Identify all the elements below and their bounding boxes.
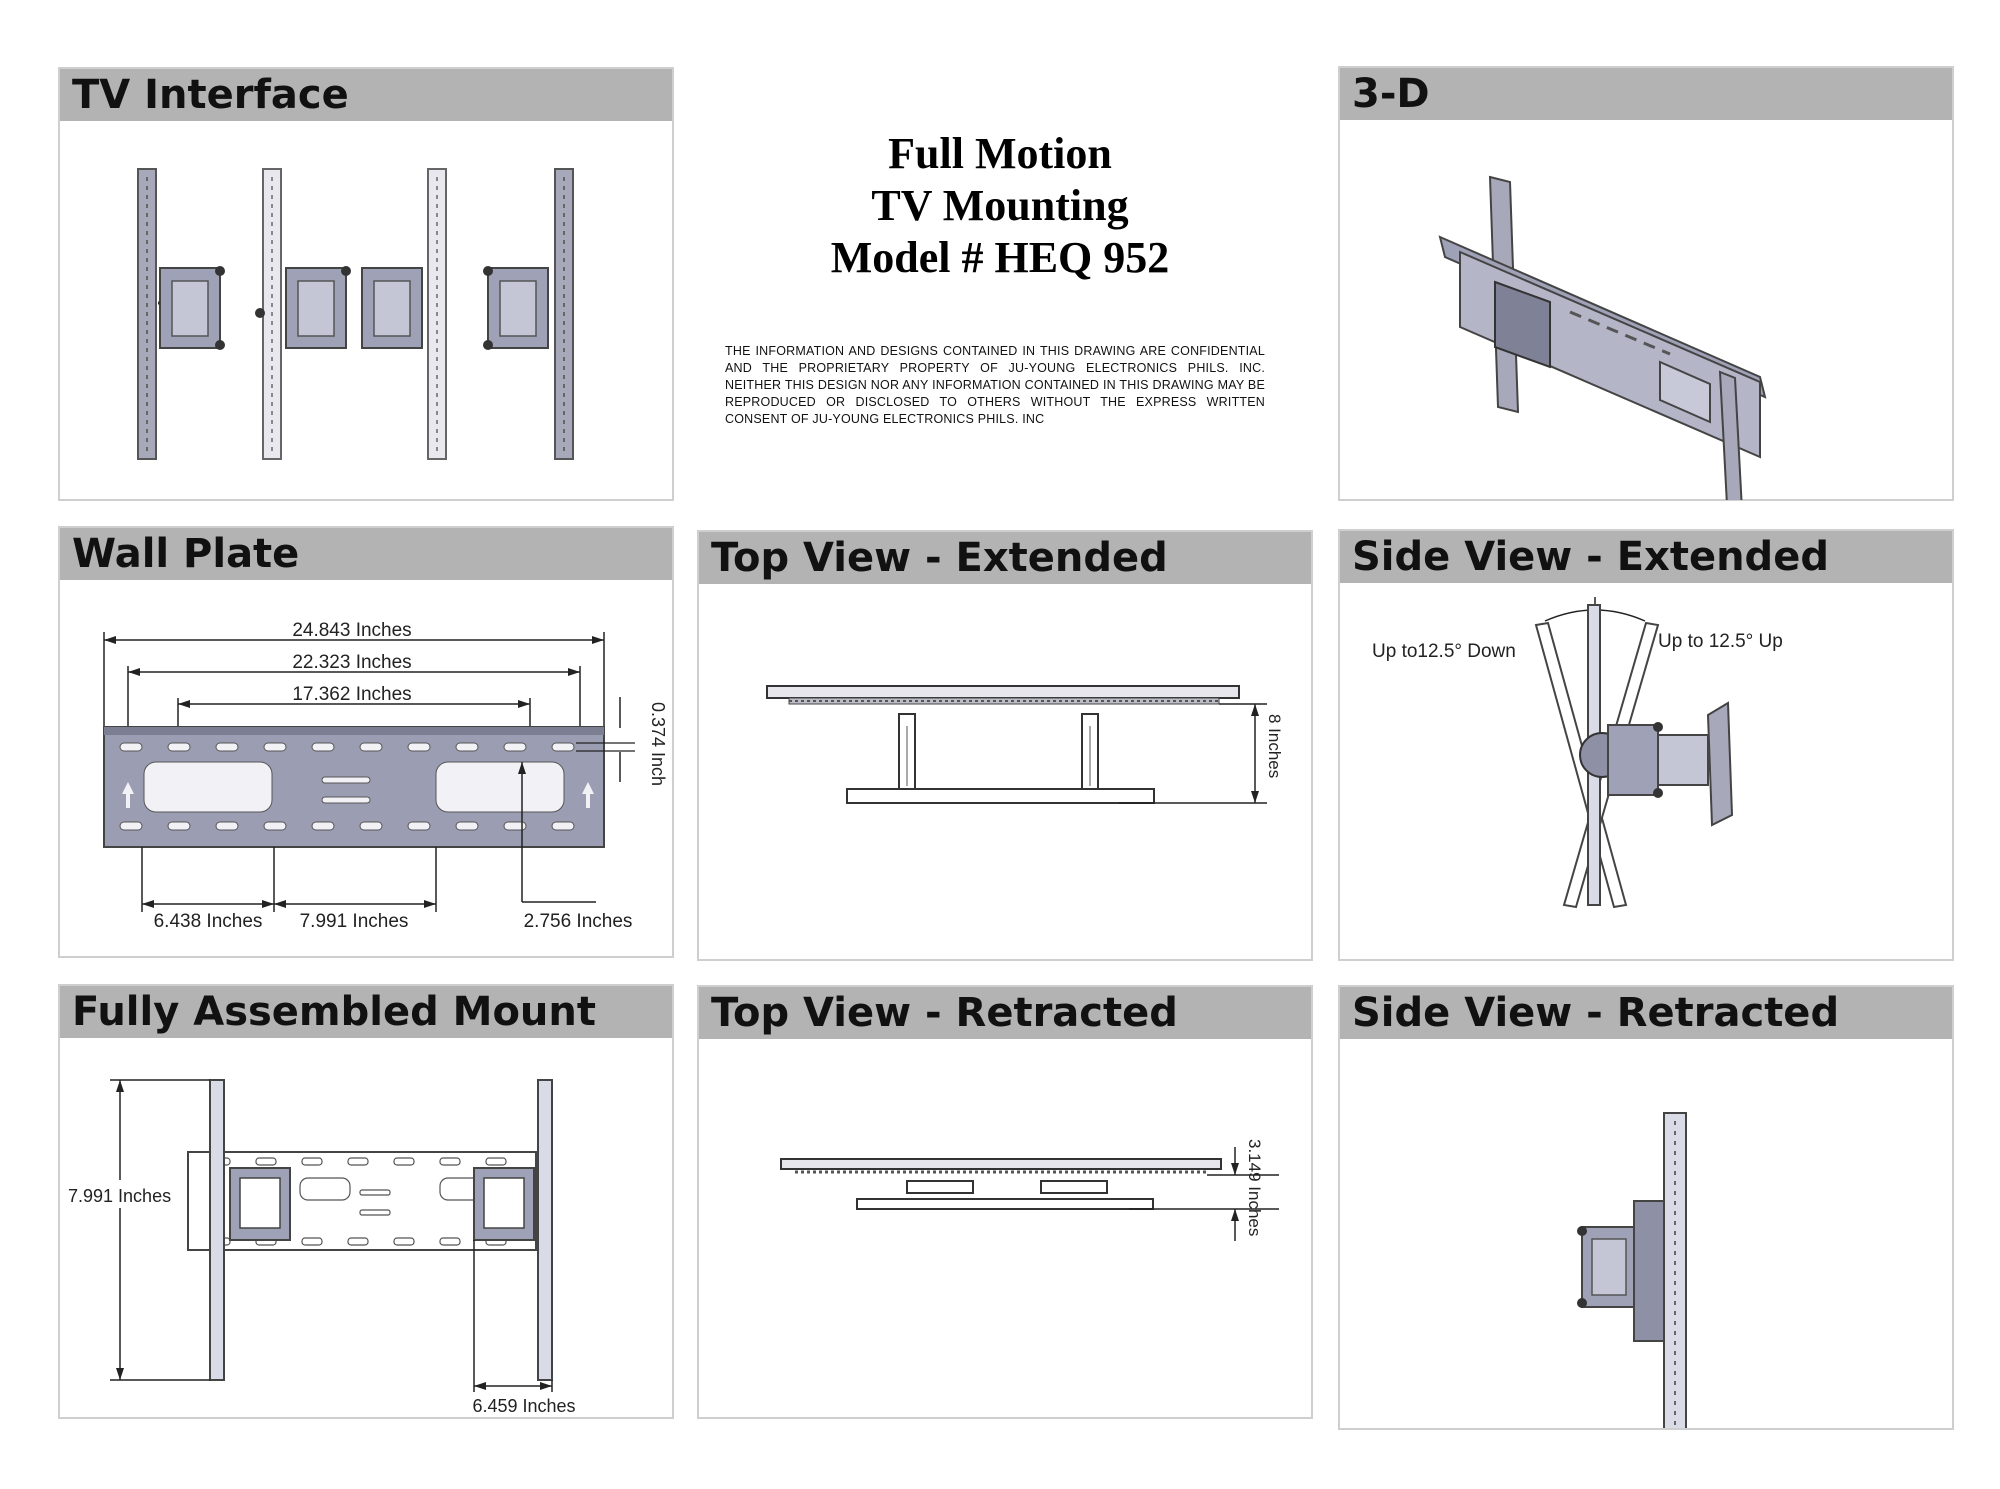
dim-overall: 24.843 Inches — [292, 620, 411, 641]
top-view-retracted-drawing: 3.149 Inches — [780, 1139, 1279, 1241]
panel-title: Side View - Extended — [1340, 531, 1952, 583]
dim-retracted-depth: 3.149 Inches — [1245, 1139, 1264, 1236]
panel-top-view-extended: Top View - Extended 8 Inches — [697, 530, 1313, 961]
panel-title: Side View - Retracted — [1340, 987, 1952, 1039]
title-line-1: Full Motion — [888, 129, 1112, 178]
document-title: Full Motion TV Mounting Model # HEQ 952 — [700, 128, 1300, 284]
tv-interface-drawing — [137, 168, 574, 460]
side-view-extended-drawing: Up to12.5° Down Up to 12.5° Up — [1372, 597, 1783, 909]
panel-title: TV Interface — [60, 69, 672, 121]
panel-title: Fully Assembled Mount — [60, 986, 672, 1038]
tilt-down-label: Up to12.5° Down — [1372, 641, 1516, 662]
panel-side-view-retracted: Side View - Retracted — [1338, 985, 1954, 1430]
panel-wall-plate: Wall Plate 24.843 Inches 22.323 Inches 1… — [58, 526, 674, 958]
top-view-extended-drawing: 8 Inches — [766, 685, 1284, 804]
side-view-retracted-drawing — [1577, 1112, 1687, 1428]
tilt-up-label: Up to 12.5° Up — [1658, 631, 1783, 652]
dim-inner: 17.362 Inches — [292, 684, 411, 705]
dim-extended-depth: 8 Inches — [1265, 714, 1284, 778]
3d-mount-drawing — [1438, 175, 1767, 500]
wall-plate-drawing: 24.843 Inches 22.323 Inches 17.362 Inche… — [103, 620, 668, 932]
panel-title: Top View - Extended — [699, 532, 1311, 584]
dim-slot: 0.374 Inch — [648, 702, 668, 786]
fully-assembled-drawing: 7.991 Inches 6.459 Inches — [68, 1079, 576, 1416]
panel-title: Wall Plate — [60, 528, 672, 580]
panel-title: Top View - Retracted — [699, 987, 1311, 1039]
dim-assembled-height: 7.991 Inches — [68, 1186, 171, 1206]
panel-title: 3-D — [1340, 68, 1952, 120]
panel-fully-assembled: Fully Assembled Mount 7.991 Inches — [58, 984, 674, 1419]
title-line-2: TV Mounting — [871, 181, 1129, 230]
dim-mid: 22.323 Inches — [292, 652, 411, 673]
dim-left: 6.438 Inches — [154, 911, 263, 932]
dim-assembled-width: 6.459 Inches — [472, 1396, 575, 1416]
confidentiality-notice: THE INFORMATION AND DESIGNS CONTAINED IN… — [725, 344, 1265, 426]
dim-right: 2.756 Inches — [524, 911, 633, 932]
title-line-3: Model # HEQ 952 — [830, 233, 1170, 282]
panel-top-view-retracted: Top View - Retracted 3.149 Inches — [697, 985, 1313, 1419]
panel-side-view-extended: Side View - Extended Up to12.5° Down Up … — [1338, 529, 1954, 961]
panel-3d: 3-D — [1338, 66, 1954, 501]
dim-center: 7.991 Inches — [300, 911, 409, 932]
panel-tv-interface: TV Interface — [58, 67, 674, 501]
